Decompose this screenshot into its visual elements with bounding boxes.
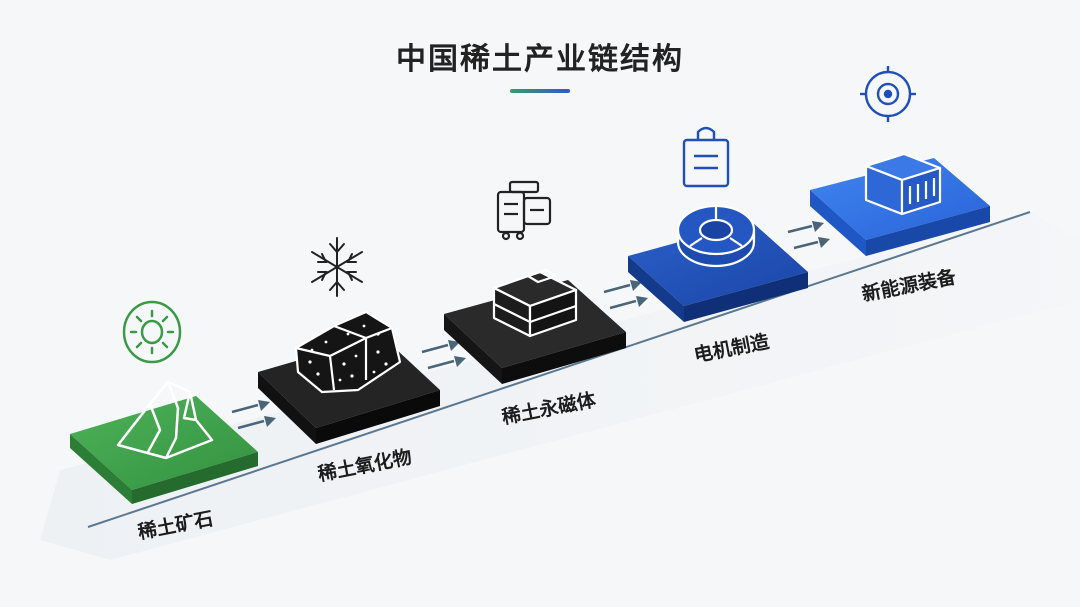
title-underline: [510, 89, 570, 93]
snowflake-icon: [311, 237, 363, 297]
target-icon: [860, 66, 916, 122]
motor-ring-icon: [676, 204, 756, 268]
flow-arrow-1: [231, 400, 276, 430]
clipboard-icon: [682, 126, 730, 188]
flow-baseline: [87, 211, 1031, 528]
flow-arrow-4: [787, 221, 830, 250]
flow-arrow-3: [603, 280, 648, 310]
ore-rock-icon: [294, 310, 402, 394]
page-title: 中国稀土产业链结构: [396, 42, 684, 77]
mountain-icon: [116, 380, 214, 460]
magnet-block-icon: [492, 268, 578, 338]
stage-1-platform: [70, 396, 258, 504]
battery-box-icon: [864, 152, 942, 216]
flow-arrow-2: [421, 340, 466, 370]
machine-icon: [496, 180, 552, 241]
ground-band: [40, 212, 1080, 560]
sun-disc-icon: [122, 300, 182, 364]
